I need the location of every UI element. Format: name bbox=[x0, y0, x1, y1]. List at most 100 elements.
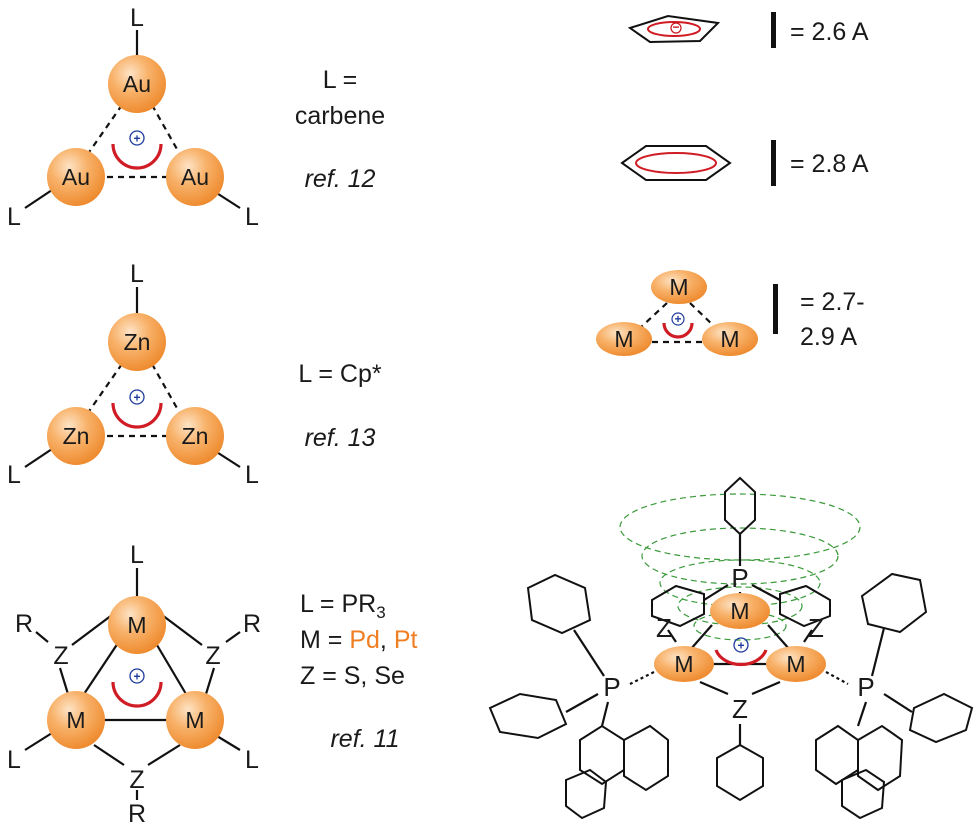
plus-symbol: + bbox=[133, 670, 140, 684]
au-atom-sphere bbox=[166, 148, 224, 206]
left-lower-phenyl bbox=[579, 724, 625, 786]
mz-metal-label: M bbox=[185, 707, 204, 733]
ligand-label: L bbox=[130, 541, 144, 569]
bridge-atom-label: Z bbox=[53, 642, 68, 670]
zn-atom-sphere bbox=[47, 407, 105, 465]
left-pm-bond bbox=[629, 671, 655, 685]
m3-atom-label: M bbox=[614, 326, 633, 352]
mz-metal-bond bbox=[83, 639, 121, 695]
benzene-ring-outline bbox=[620, 145, 732, 181]
cluster-aromatic-arc bbox=[714, 649, 768, 667]
minus-symbol: − bbox=[672, 20, 679, 34]
au-ligand-definition: L = bbox=[323, 66, 358, 94]
ligand-label: L bbox=[7, 461, 21, 489]
mz-plus-charge bbox=[129, 668, 145, 684]
plus-symbol: + bbox=[133, 132, 140, 146]
cluster-plus-charge bbox=[733, 637, 749, 653]
pi-cloud-ring bbox=[677, 586, 803, 626]
left-phosphorus-label: P bbox=[603, 672, 620, 702]
p-phenyl-bond bbox=[703, 584, 729, 601]
cluster-bridge-bond bbox=[667, 629, 677, 643]
m3-distance-value: = 2.7- bbox=[800, 288, 865, 316]
m3-plus-charge bbox=[671, 312, 685, 326]
ligand-label: L bbox=[245, 746, 259, 774]
au-dashed-bond bbox=[84, 104, 123, 159]
au-dashed-bond bbox=[151, 104, 183, 159]
mz-pentagon-complex: + M M M Z Z Z R R R L L L L = PR3 M = Pd… bbox=[7, 541, 417, 828]
m3-metal-sphere bbox=[702, 322, 758, 356]
mz-metal-sphere bbox=[47, 691, 105, 749]
left-side-phenyl bbox=[488, 692, 568, 740]
distance-bar bbox=[773, 284, 778, 334]
cp-distance-value: = 2.6 A bbox=[790, 18, 869, 46]
plus-symbol: + bbox=[737, 639, 744, 653]
mz-left-ligand-bond bbox=[24, 732, 53, 751]
mz-bridge-bond bbox=[161, 614, 203, 646]
cluster-bridge-label: Z bbox=[656, 613, 672, 643]
mz-metal-sphere bbox=[166, 691, 224, 749]
cp-comparison: − = 2.6 A bbox=[627, 12, 869, 48]
au-left-ligand-bond bbox=[24, 189, 53, 209]
pi-cloud-ring bbox=[641, 527, 839, 585]
cp-aromatic-ring bbox=[647, 21, 701, 37]
ligand-label: L bbox=[245, 203, 259, 231]
distance-bar bbox=[771, 140, 776, 186]
ligand-label: L bbox=[130, 4, 144, 32]
cluster-metal-label: M bbox=[730, 598, 749, 624]
plus-symbol: + bbox=[133, 391, 140, 405]
p-phenyl-bond bbox=[751, 584, 781, 601]
zn-dashed-bond bbox=[84, 363, 123, 418]
m3-atom-label: M bbox=[720, 326, 739, 352]
zn-aromatic-arc bbox=[111, 402, 163, 429]
left-top-phenyl bbox=[526, 573, 592, 635]
au-atom-label: Au bbox=[181, 164, 209, 190]
m3-metal-sphere bbox=[651, 270, 707, 304]
p-phenyl-bond bbox=[856, 701, 868, 727]
cluster-bridge-label: Z bbox=[808, 613, 824, 643]
zn-triangle-complex: + Zn Zn Zn L L L L = Cp* ref. 13 bbox=[7, 260, 382, 489]
cluster-bridge-bond bbox=[803, 629, 813, 643]
zn-atom-label: Zn bbox=[124, 329, 151, 355]
zn-atom-sphere bbox=[108, 313, 166, 371]
mz-bridge-bond bbox=[147, 744, 181, 766]
cp-ring-outline bbox=[627, 14, 721, 44]
mz-reference: ref. 11 bbox=[330, 725, 399, 753]
benzene-aromatic-ring bbox=[635, 152, 717, 174]
p-phenyl-bond bbox=[573, 629, 605, 677]
zn-atom-label: Zn bbox=[182, 423, 209, 449]
top-phosphorus-label: P bbox=[731, 563, 748, 593]
zn-left-ligand-bond bbox=[24, 448, 53, 468]
right-bottom-phenyl bbox=[841, 768, 886, 820]
mz-bridge-bond bbox=[58, 667, 70, 695]
right-lower-phenyl bbox=[857, 724, 904, 792]
cluster-metal-label: M bbox=[786, 651, 805, 677]
right-phosphorus-label: P bbox=[857, 672, 874, 702]
m3-atom-label: M bbox=[669, 274, 688, 300]
zn-atom-sphere bbox=[166, 407, 224, 465]
cluster-metal-label: M bbox=[674, 651, 693, 677]
back-phenyl-ring bbox=[779, 584, 831, 628]
right-top-phenyl bbox=[860, 572, 928, 634]
au-atom-label: Au bbox=[62, 164, 90, 190]
right-side-phenyl bbox=[908, 692, 974, 744]
zn-dashed-bond bbox=[151, 363, 183, 418]
cluster-metal-bond bbox=[767, 624, 791, 651]
bottom-phenyl-ring bbox=[716, 743, 764, 802]
au-aromatic-arc bbox=[111, 143, 163, 170]
left-bottom-phenyl bbox=[565, 768, 608, 820]
ligand-label: L bbox=[7, 746, 21, 774]
r-group-label: R bbox=[128, 800, 146, 827]
bridge-definition: Z = S, Se bbox=[300, 662, 405, 690]
au-ligand-definition: carbene bbox=[295, 102, 385, 130]
mz-bridge-bond bbox=[93, 744, 125, 766]
mz-metal-label: M bbox=[66, 707, 85, 733]
metal-triangle-comparison: + M M M = 2.7- 2.9 A bbox=[596, 270, 865, 356]
bridge-atom-label: Z bbox=[129, 766, 144, 794]
cluster-metal-sphere bbox=[654, 646, 714, 682]
au-atom-sphere bbox=[47, 148, 105, 206]
benzene-distance-value: = 2.8 A bbox=[790, 150, 869, 178]
mz-r-bond bbox=[225, 631, 241, 643]
left-lower-phenyl bbox=[623, 724, 669, 792]
